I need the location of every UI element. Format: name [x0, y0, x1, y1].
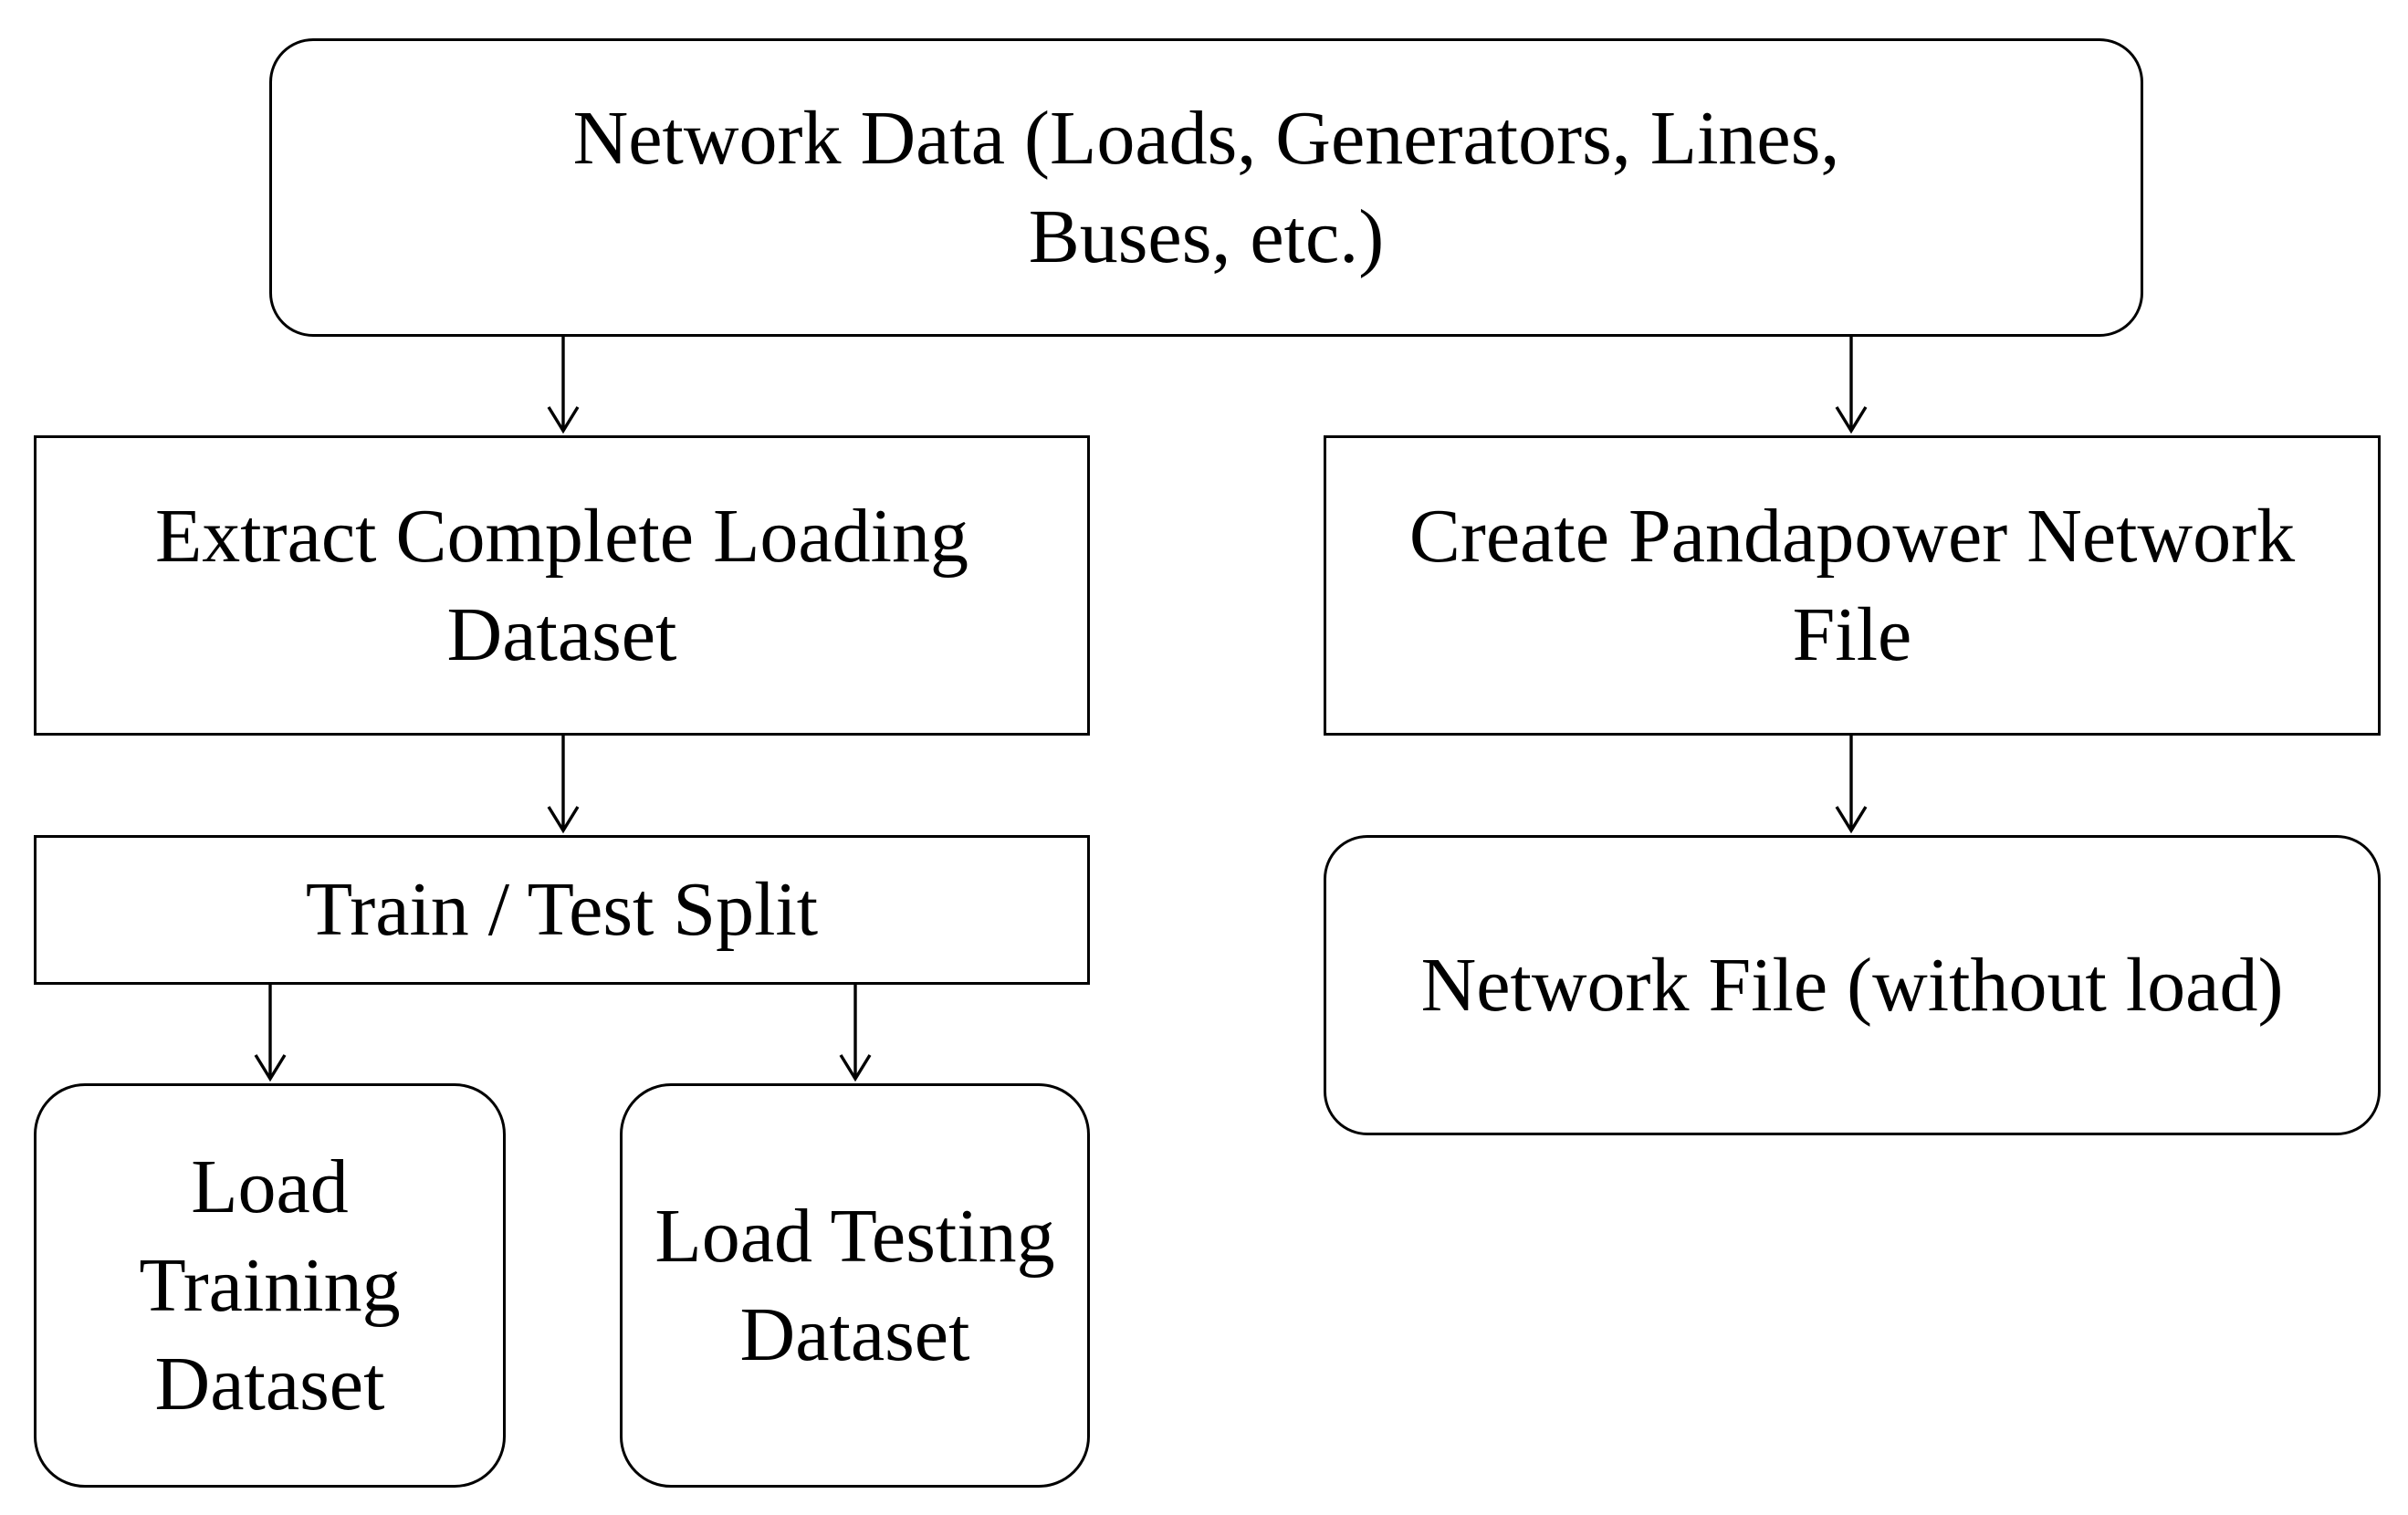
node-load-testing-dataset-label: Load Testing Dataset: [654, 1193, 1055, 1377]
node-network-file-without-load: Network File (without load): [1324, 835, 2381, 1135]
node-load-training-dataset-label: Load Training Dataset: [139, 1144, 401, 1426]
node-extract-loading-dataset: Extract Complete Loading Dataset: [34, 435, 1090, 736]
node-network-data: Network Data (Loads, Generators, Lines, …: [269, 38, 2143, 337]
node-train-test-split: Train / Test Split: [34, 835, 1090, 985]
node-train-test-split-label: Train / Test Split: [305, 867, 819, 952]
edge-network-data-to-extract: [547, 337, 580, 434]
node-network-file-without-load-label: Network File (without load): [1420, 942, 2284, 1028]
edge-split-to-train: [254, 985, 287, 1082]
node-load-training-dataset: Load Training Dataset: [34, 1083, 506, 1488]
edge-create-to-network-file: [1835, 736, 1868, 834]
edge-network-data-to-create: [1835, 337, 1868, 434]
edge-split-to-test: [839, 985, 872, 1082]
node-network-data-label: Network Data (Loads, Generators, Lines, …: [572, 95, 1840, 279]
node-create-pandapower-network-file: Create Pandapower Network File: [1324, 435, 2381, 736]
node-load-testing-dataset: Load Testing Dataset: [620, 1083, 1090, 1488]
edge-extract-to-split: [547, 736, 580, 834]
node-extract-loading-dataset-label: Extract Complete Loading Dataset: [154, 493, 969, 677]
node-create-pandapower-network-file-label: Create Pandapower Network File: [1408, 493, 2296, 677]
